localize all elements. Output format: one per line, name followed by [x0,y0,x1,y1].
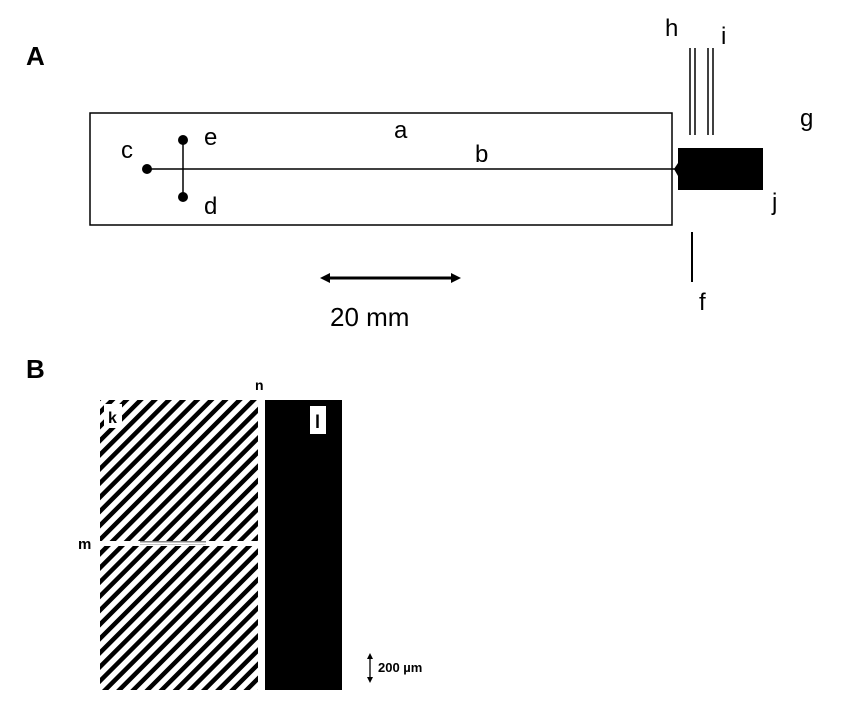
label-m: m [78,536,91,553]
hatched-region-bottom [100,546,258,690]
label-c: c [121,137,133,164]
label-n: n [255,377,264,393]
scale-bar-200um-bottom-arrow [367,677,373,683]
label-g: g [800,105,813,132]
label-a: a [394,117,408,144]
label-j: j [771,189,777,216]
port-e [178,135,188,145]
label-l: l [315,412,320,432]
label-b: b [475,141,488,168]
scale-bar-200um-top-arrow [367,653,373,659]
detector-tip [674,163,678,176]
label-k-box [104,404,122,428]
label-h: h [665,15,678,42]
port-d [178,192,188,202]
detector-block [678,148,763,190]
label-i: i [721,23,726,50]
scale-label-200um: 200 µm [378,660,422,675]
black-region-l [265,400,342,690]
panel-a-title: A [26,41,45,71]
label-l-box [310,406,326,434]
hatched-region-top [100,400,258,541]
label-e: e [204,124,217,151]
label-k: k [108,410,117,427]
label-d: d [204,193,217,220]
panel-b-title: B [26,354,45,384]
label-f: f [699,289,706,316]
port-c [142,164,152,174]
scale-label-20mm: 20 mm [330,302,409,332]
